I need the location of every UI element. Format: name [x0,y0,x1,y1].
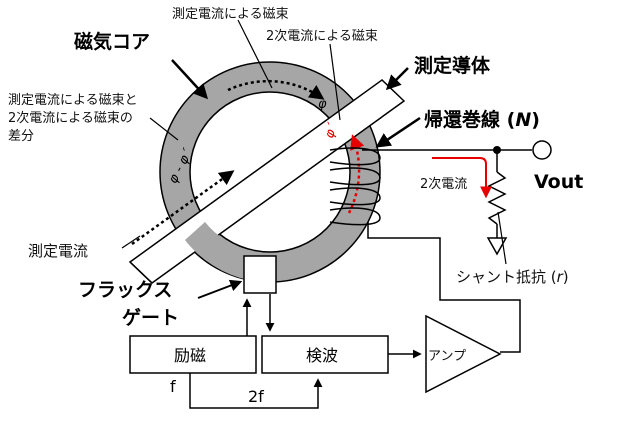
flux-measured-pointer [237,19,273,89]
amplifier [425,314,502,394]
flux-diff-label-line2: 2次電流による磁束の [8,110,133,126]
fluxgate-sensor [243,255,277,294]
excitation-block [129,335,257,374]
flux-secondary-label: 2次電流による磁束 [266,28,378,44]
feedback-wire [367,222,521,353]
conductor-label: 測定導体 [414,54,491,77]
ring-front-segment [185,222,254,280]
measured-current-arrow [131,170,235,246]
secondary-current-label: 2次電流 [420,176,467,192]
fluxgate-label-line1: フラックス [78,279,172,301]
measured-flux-arrow [227,79,325,100]
winding-pointer [375,116,421,148]
shunt-resistor [487,171,507,225]
measured-current-pointer [121,235,141,249]
ground-symbol [486,237,508,256]
return-winding-coil [329,147,381,226]
vout-label: Vout [534,171,583,193]
phi-prime-label: φ´ [322,121,341,141]
return-winding-label: 帰還巻線 (N) [424,108,540,131]
shunt-resistor-label: シャント抵抗 (r) [456,268,569,286]
phi-label: φ [318,97,327,112]
freq-f-label: f [170,377,176,396]
magnetic-core-inner-edge [189,91,351,253]
vout-terminal [532,140,552,160]
freq-2f-label: 2f [248,387,264,406]
magnetic-core-label: 磁気コア [74,30,150,53]
flux-diff-pointer [149,117,179,141]
fluxgate-label-line2: ゲート [122,307,179,329]
flux-measured-label: 測定電流による磁束 [172,7,289,22]
secondary-flux-arrow [347,134,365,214]
frequency-loop-wire [189,373,323,409]
flux-secondary-pointer [329,43,341,121]
excitation-label: 励磁 [174,346,206,365]
secondary-current-arrow [432,157,492,199]
conductor-pointer [385,67,409,91]
flux-diff-label-line3: 差分 [8,129,34,144]
amplifier-label: アンプ [428,349,466,364]
fluxgate-pointer [197,279,243,299]
flux-diff-label-line1: 測定電流による磁束と [8,93,138,108]
shunt-pointer [497,211,507,265]
core-pointer [171,59,209,100]
measured-current-label: 測定電流 [28,242,88,260]
detection-label: 検波 [306,346,338,365]
